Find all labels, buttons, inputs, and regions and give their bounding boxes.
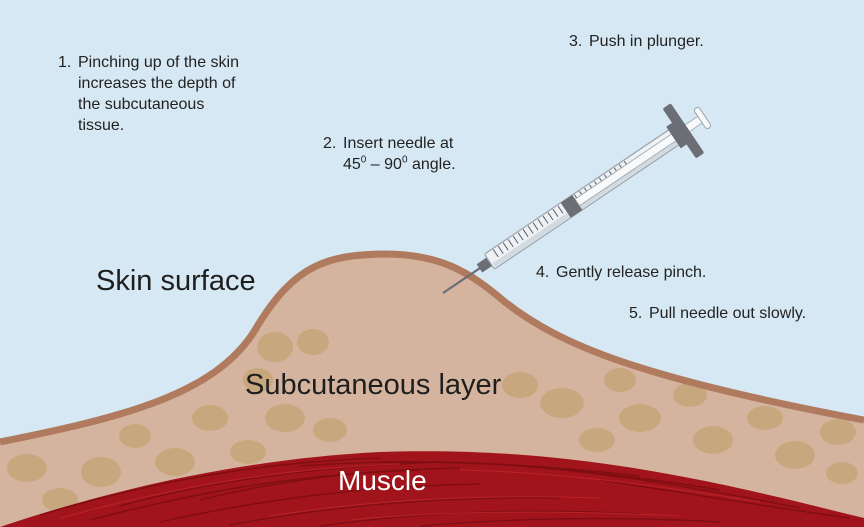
step-1-line-3: the subcutaneous <box>78 96 205 113</box>
muscle-label: Muscle <box>338 465 427 496</box>
muscle-layer <box>0 451 864 527</box>
flange-collar <box>666 122 688 149</box>
plunger-thumb-pad <box>693 107 712 129</box>
plunger-stopper <box>560 194 583 218</box>
syringe <box>442 103 712 294</box>
angle-min: 45 <box>343 156 361 173</box>
angle-max: 90 <box>384 156 402 173</box>
step-5-text: Pull needle out slowly. <box>649 305 807 322</box>
step-1-line-4: tissue. <box>78 117 125 134</box>
angle-dash: – <box>366 156 385 173</box>
step-3-number: 3. <box>569 33 583 50</box>
finger-flange <box>663 103 704 158</box>
muscle-highlights <box>59 463 761 521</box>
step-5-number: 5. <box>629 305 643 322</box>
subcutaneous-layer-label: Subcutaneous layer <box>245 369 502 401</box>
step-4-number: 4. <box>536 264 550 281</box>
step-2-line-1: Insert needle at <box>343 135 454 152</box>
step-1-line-2: increases the depth of <box>78 75 236 92</box>
step-1-number: 1. <box>58 54 72 71</box>
muscle-fibers <box>39 457 851 527</box>
angle-tail: angle. <box>407 156 456 173</box>
skin-surface-label: Skin surface <box>96 265 256 297</box>
degree-symbol: 0 <box>401 154 408 166</box>
skin-surface-line <box>0 250 864 446</box>
step-2: 2. Insert needle at 450 – 900 angle. <box>323 133 503 175</box>
step-5: 5. Pull needle out slowly. <box>629 303 807 324</box>
step-4: 4. Gently release pinch. <box>536 262 707 283</box>
step-3: 3. Push in plunger. <box>569 31 704 52</box>
step-1-line-1: Pinching up of the skin <box>78 54 239 71</box>
step-2-line-2: 450 – 900 angle. <box>343 154 503 175</box>
barrel-shade <box>492 135 685 268</box>
step-1: 1. Pinching up of the skin increases the… <box>58 52 298 136</box>
step-2-number: 2. <box>323 135 337 152</box>
subcutaneous-tissue <box>0 254 864 527</box>
needle <box>442 266 482 294</box>
step-3-text: Push in plunger. <box>589 33 704 50</box>
fat-cells <box>7 329 858 512</box>
step-4-text: Gently release pinch. <box>556 264 707 281</box>
degree-symbol: 0 <box>360 154 367 166</box>
